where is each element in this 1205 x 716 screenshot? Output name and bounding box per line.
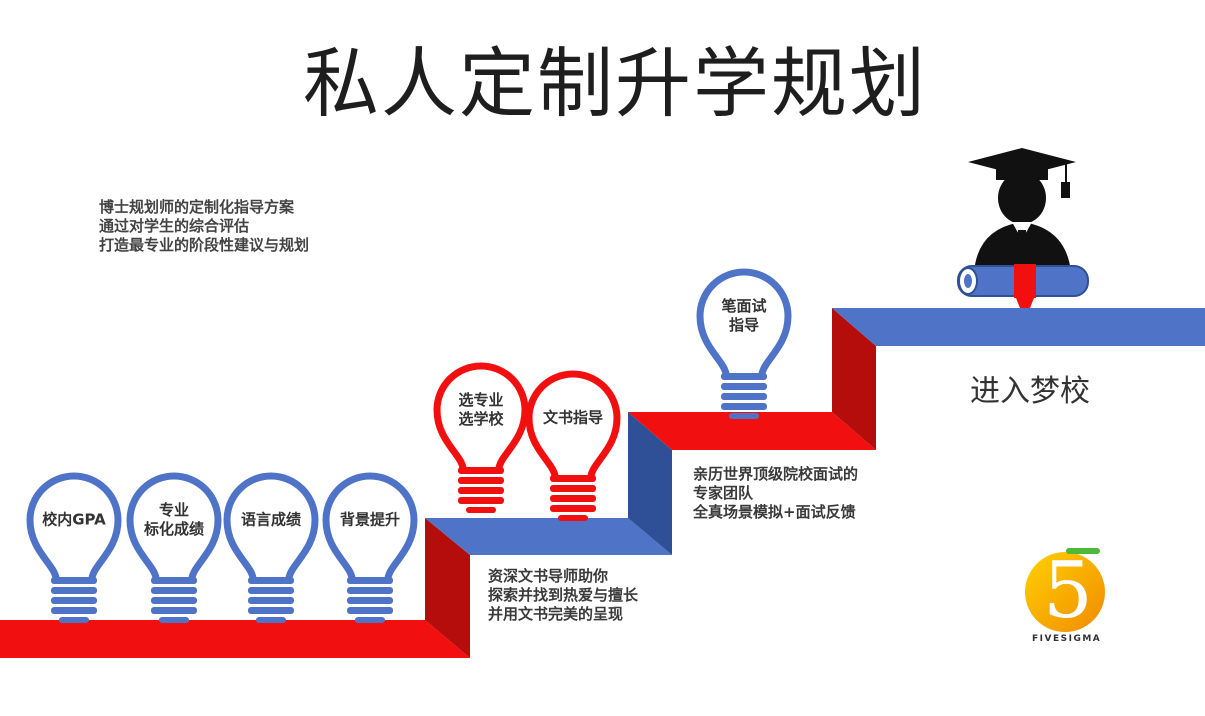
description-line: 亲历世界顶级院校面试的 [693, 465, 859, 483]
bulb-label: 背景提升 [322, 511, 418, 530]
bulb-label-line: 文书指导 [542, 408, 603, 427]
lightbulb-icon [223, 472, 319, 623]
brand-name: FIVESIGMA [1032, 634, 1102, 644]
lightbulb-icon [525, 370, 621, 521]
lightbulb-icon [322, 472, 418, 623]
fivesigma-logo-icon: 5 [1025, 546, 1105, 636]
description-line: 资深文书导师助你 [488, 567, 609, 585]
intro-line: 博士规划师的定制化指导方案 [99, 198, 295, 216]
bulb-label-line: 指导 [728, 316, 759, 334]
step-3 [628, 308, 876, 450]
step-2-description: 资深文书导师助你 探索并找到热爱与擅长 并用文书完美的呈现 [488, 567, 638, 624]
bulb-label: 语言成绩 [223, 511, 319, 530]
bulb-label: 文书指导 [525, 409, 621, 428]
bulb-label: 笔面试指导 [696, 297, 792, 335]
bulb-label: 校内GPA [26, 511, 122, 530]
bulb-label: 选专业选学校 [433, 391, 529, 429]
description-line: 专家团队 [693, 484, 754, 502]
intro-text: 博士规划师的定制化指导方案 通过对学生的综合评估 打造最专业的阶段性建议与规划 [99, 198, 309, 255]
bulb-label-line: 选学校 [458, 410, 504, 428]
bulb-label-line: 校内GPA [42, 510, 106, 529]
step-1 [0, 518, 470, 658]
bulb-label: 专业标化成绩 [126, 501, 222, 539]
svg-text:5: 5 [1043, 546, 1093, 636]
description-line: 全真场景模拟+面试反馈 [693, 503, 856, 521]
lightbulb-icon [26, 472, 122, 623]
bulb-label-line: 标化成绩 [143, 520, 204, 538]
bulb-label-line: 笔面试 [721, 297, 767, 315]
page-title: 私人定制升学规划 [303, 39, 927, 128]
bulb-label-line: 语言成绩 [240, 510, 301, 529]
intro-line: 通过对学生的综合评估 [99, 217, 250, 235]
step-top [832, 308, 1205, 346]
intro-line: 打造最专业的阶段性建议与规划 [99, 236, 310, 254]
step-2 [425, 412, 672, 555]
lightbulb-icon [696, 268, 792, 419]
bulb-label-line: 背景提升 [339, 510, 400, 529]
goal-label: 进入梦校 [970, 374, 1090, 409]
bulb-label-line: 专业 [158, 501, 189, 519]
description-line: 探索并找到热爱与擅长 [488, 586, 639, 604]
description-line: 并用文书完美的呈现 [488, 605, 624, 623]
step-3-description: 亲历世界顶级院校面试的 专家团队 全真场景模拟+面试反馈 [693, 465, 858, 522]
graduate-icon [957, 148, 1089, 308]
lightbulb-icon [433, 362, 529, 513]
lightbulb-icon [126, 472, 222, 623]
bulb-label-line: 选专业 [458, 391, 504, 409]
bulbs [26, 268, 792, 623]
